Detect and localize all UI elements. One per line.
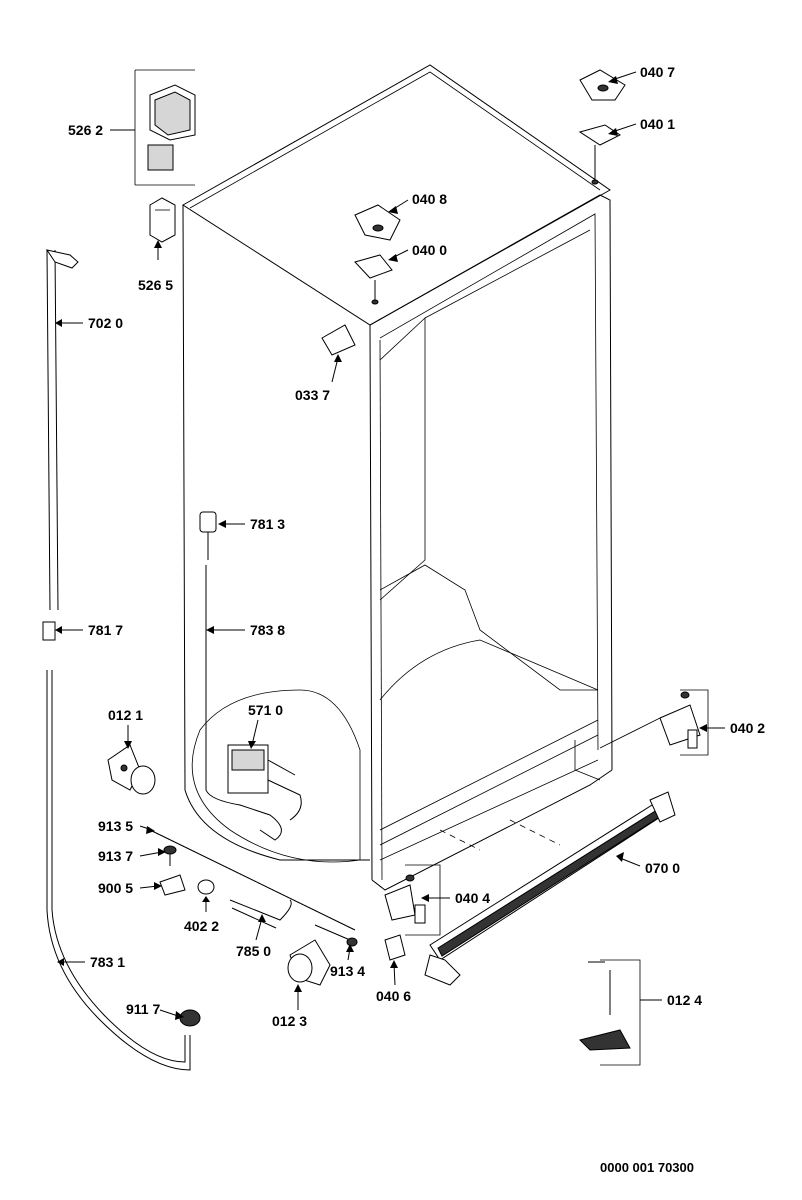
- part-785-0: [229, 899, 292, 929]
- part-781-3: [199, 511, 217, 560]
- cabinet-body: [182, 64, 613, 891]
- part-402-2: [197, 879, 215, 895]
- label-012-3: 012 3: [272, 1013, 307, 1029]
- part-781-7: [42, 621, 56, 641]
- part-040-6: [384, 934, 406, 961]
- part-012-1: [107, 744, 156, 795]
- part-913-4: [314, 924, 358, 947]
- label-911-7: 911 7: [126, 1001, 160, 1017]
- label-526-2: 526 2: [68, 122, 103, 138]
- label-702-0: 702 0: [88, 315, 123, 331]
- part-040-2: [599, 689, 709, 756]
- label-040-0: 040 0: [412, 242, 447, 258]
- part-070-0: [424, 791, 676, 986]
- part-033-7: [321, 324, 356, 356]
- part-702-0: [45, 249, 79, 611]
- part-040-1: [578, 124, 621, 185]
- part-526-2: [134, 69, 196, 186]
- part-913-5: [149, 829, 356, 931]
- part-012-3: [287, 939, 331, 986]
- label-913-7: 913 7: [98, 848, 133, 864]
- label-526-5: 526 5: [138, 277, 173, 293]
- label-781-7: 781 7: [88, 622, 123, 638]
- label-913-5: 913 5: [98, 818, 133, 834]
- valve-area-outline: [191, 689, 361, 863]
- part-913-7: [163, 845, 177, 866]
- label-783-1: 783 1: [90, 954, 125, 970]
- part-900-5: [159, 874, 186, 896]
- leader-lines: [55, 71, 725, 1020]
- label-070-0: 070 0: [645, 860, 680, 876]
- part-040-0: [354, 254, 393, 305]
- part-040-8: [354, 204, 401, 241]
- label-040-1: 040 1: [640, 116, 675, 132]
- label-785-0: 785 0: [236, 943, 271, 959]
- part-571-0: [227, 744, 302, 821]
- part-012-4: [579, 959, 641, 1066]
- label-783-8: 783 8: [250, 622, 285, 638]
- label-040-7: 040 7: [640, 64, 675, 80]
- part-783-8: [205, 565, 282, 841]
- label-571-0: 571 0: [248, 702, 283, 718]
- label-040-6: 040 6: [376, 988, 411, 1004]
- label-913-4: 913 4: [330, 963, 365, 979]
- part-040-7: [579, 69, 626, 101]
- label-900-5: 900 5: [98, 880, 133, 896]
- drawing-number: 0000 001 70300: [600, 1160, 694, 1175]
- label-012-1: 012 1: [108, 707, 143, 723]
- label-040-8: 040 8: [412, 191, 447, 207]
- label-781-3: 781 3: [250, 516, 285, 532]
- part-040-4: [384, 864, 441, 936]
- part-783-1: [46, 670, 191, 1071]
- part-911-7: [179, 1009, 201, 1027]
- label-033-7: 033 7: [295, 387, 330, 403]
- label-040-4: 040 4: [455, 890, 490, 906]
- part-526-5: [149, 197, 176, 243]
- label-040-2: 040 2: [730, 720, 765, 736]
- label-012-4: 012 4: [667, 992, 702, 1008]
- label-402-2: 402 2: [184, 918, 219, 934]
